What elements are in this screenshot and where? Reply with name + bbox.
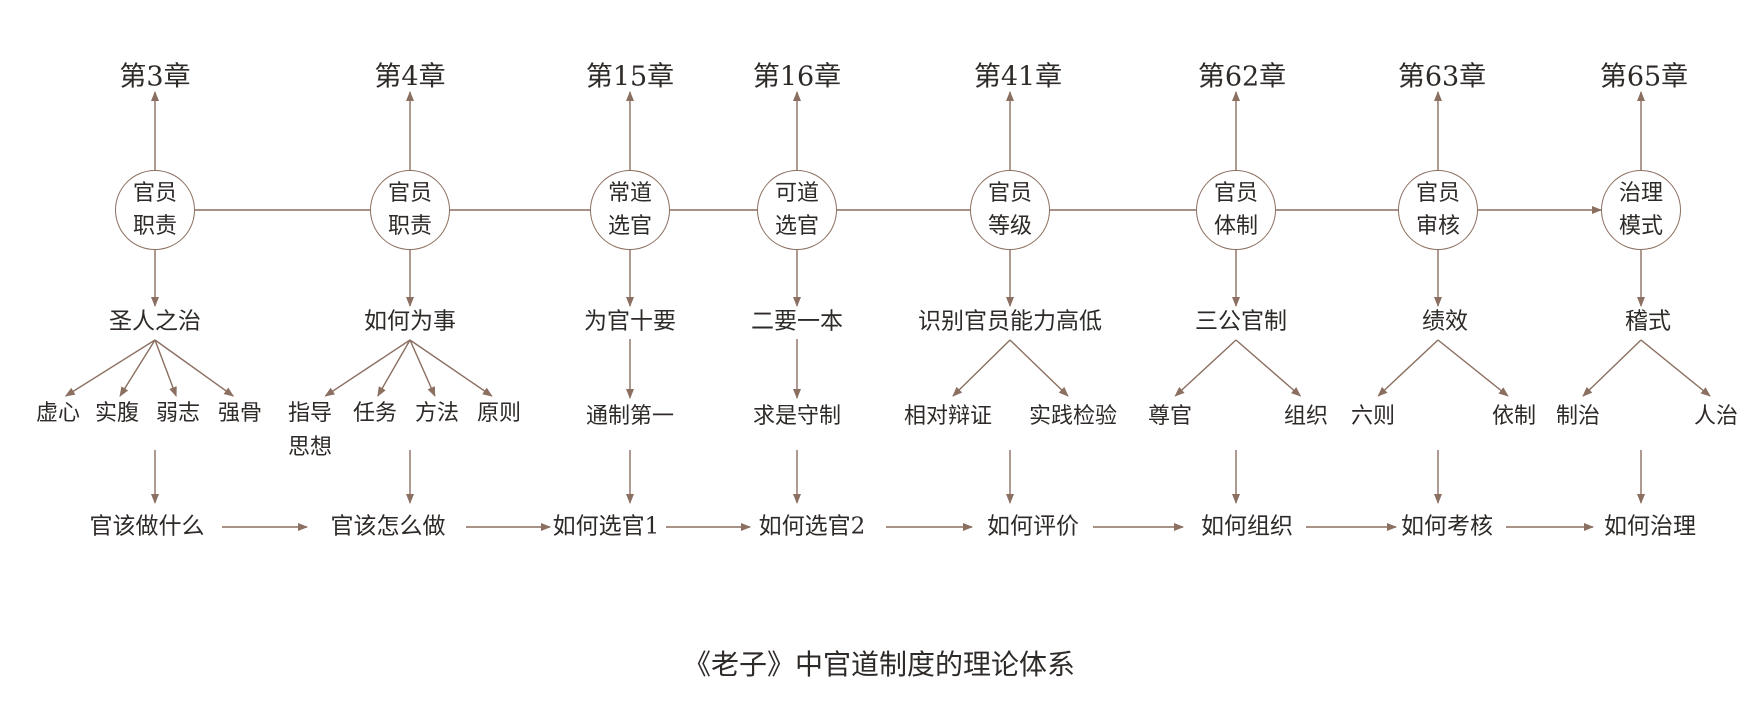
chapter-label: 第4章 [374, 61, 446, 93]
leaf-item: 方法 [414, 401, 460, 426]
node-text-line: 可道 [774, 181, 819, 206]
leaf-arrow [154, 339, 235, 397]
bottom-question: 如何选官2 [758, 513, 866, 540]
leaf-arrow [1437, 339, 1509, 397]
concept-node: 官员 体制 [1196, 170, 1276, 250]
bottom-question: 如何选官1 [552, 513, 660, 540]
leaf-text-line: 思想 [287, 435, 333, 460]
chapter-label: 第3章 [119, 61, 191, 93]
leaf-item: 实腹 [94, 401, 140, 426]
concept-node: 官员 审核 [1398, 170, 1478, 250]
leaf-item: 人治 [1693, 404, 1739, 429]
sub-topic: 为官十要 [584, 308, 676, 335]
sub-topic: 三公官制 [1195, 308, 1287, 335]
leaf-arrow [409, 339, 436, 397]
leaf-item: 制治 [1555, 404, 1601, 429]
leaf-arrow [154, 339, 177, 397]
chapter-label: 第41章 [973, 61, 1063, 93]
node-text-line: 审核 [1415, 214, 1460, 239]
node-text-line: 等级 [987, 214, 1032, 239]
node-text-line: 模式 [1618, 214, 1663, 239]
leaf-item: 组织 [1283, 404, 1329, 429]
leaf-arrow [377, 339, 411, 397]
sub-topic: 稽式 [1625, 308, 1671, 335]
bottom-question: 如何治理 [1604, 513, 1696, 540]
concept-node: 治理 模式 [1601, 170, 1681, 250]
concept-node: 可道 选官 [757, 170, 837, 250]
node-text-line: 官员 [132, 181, 177, 206]
node-text-line: 职责 [387, 214, 432, 239]
leaf-item: 实践检验 [1028, 404, 1118, 429]
node-text-line: 官员 [387, 181, 432, 206]
sub-topic: 如何为事 [364, 308, 456, 335]
leaf-arrow [1640, 339, 1711, 397]
concept-node: 官员 职责 [370, 170, 450, 250]
leaf-item: 虚心 [35, 401, 81, 426]
leaf-arrow [952, 339, 1011, 397]
bottom-question: 如何考核 [1401, 513, 1493, 540]
sub-topic: 圣人之治 [109, 308, 201, 335]
leaf-arrow [1235, 339, 1302, 397]
leaf-arrow [1009, 339, 1069, 397]
chapter-label: 第15章 [585, 61, 675, 93]
node-text-line: 官员 [987, 181, 1032, 206]
node-text-line: 治理 [1618, 181, 1663, 206]
node-text-line: 选官 [607, 214, 652, 239]
bottom-question: 如何组织 [1201, 513, 1293, 540]
concept-node: 常道 选官 [590, 170, 670, 250]
node-text-line: 官员 [1415, 181, 1460, 206]
leaf-item: 依制 [1491, 404, 1537, 429]
leaf-arrow [119, 339, 156, 397]
leaf-arrow [64, 339, 156, 397]
leaf-item: 求是守制 [752, 404, 842, 429]
leaf-arrow [1377, 339, 1439, 397]
chapter-label: 第62章 [1197, 61, 1287, 93]
node-text-line: 体制 [1213, 214, 1258, 239]
chapter-label: 第63章 [1397, 61, 1487, 93]
sub-topic: 二要一本 [751, 308, 843, 335]
node-text-line: 常道 [607, 181, 652, 206]
node-text-line: 官员 [1213, 181, 1258, 206]
leaf-item: 指导 思想 [288, 397, 332, 465]
bottom-question: 官该怎么做 [330, 513, 446, 540]
leaf-arrow [324, 339, 411, 397]
bottom-question: 官该做什么 [89, 513, 205, 540]
node-text-line: 选官 [774, 214, 819, 239]
leaf-text-line: 指导 [287, 401, 333, 426]
leaf-arrow [409, 339, 493, 397]
leaf-arrow [1582, 339, 1642, 397]
node-text-line: 职责 [132, 214, 177, 239]
bottom-question: 如何评价 [987, 513, 1079, 540]
leaf-arrow [1174, 339, 1237, 397]
concept-node: 官员 等级 [970, 170, 1050, 250]
leaf-item: 强骨 [217, 401, 263, 426]
chapter-label: 第16章 [752, 61, 842, 93]
chapter-label: 第65章 [1599, 61, 1689, 93]
leaf-item: 任务 [352, 401, 398, 426]
leaf-item: 尊官 [1147, 404, 1193, 429]
sub-topic: 绩效 [1422, 308, 1468, 335]
leaf-item: 六则 [1350, 404, 1396, 429]
leaf-item: 弱志 [155, 401, 201, 426]
concept-node: 官员 职责 [115, 170, 195, 250]
leaf-item: 通制第一 [585, 404, 675, 429]
sub-topic: 识别官员能力高低 [918, 308, 1102, 335]
leaf-item: 原则 [476, 401, 522, 426]
diagram-caption: 《老子》中官道制度的理论体系 [682, 648, 1076, 681]
leaf-item: 相对辩证 [903, 404, 993, 429]
